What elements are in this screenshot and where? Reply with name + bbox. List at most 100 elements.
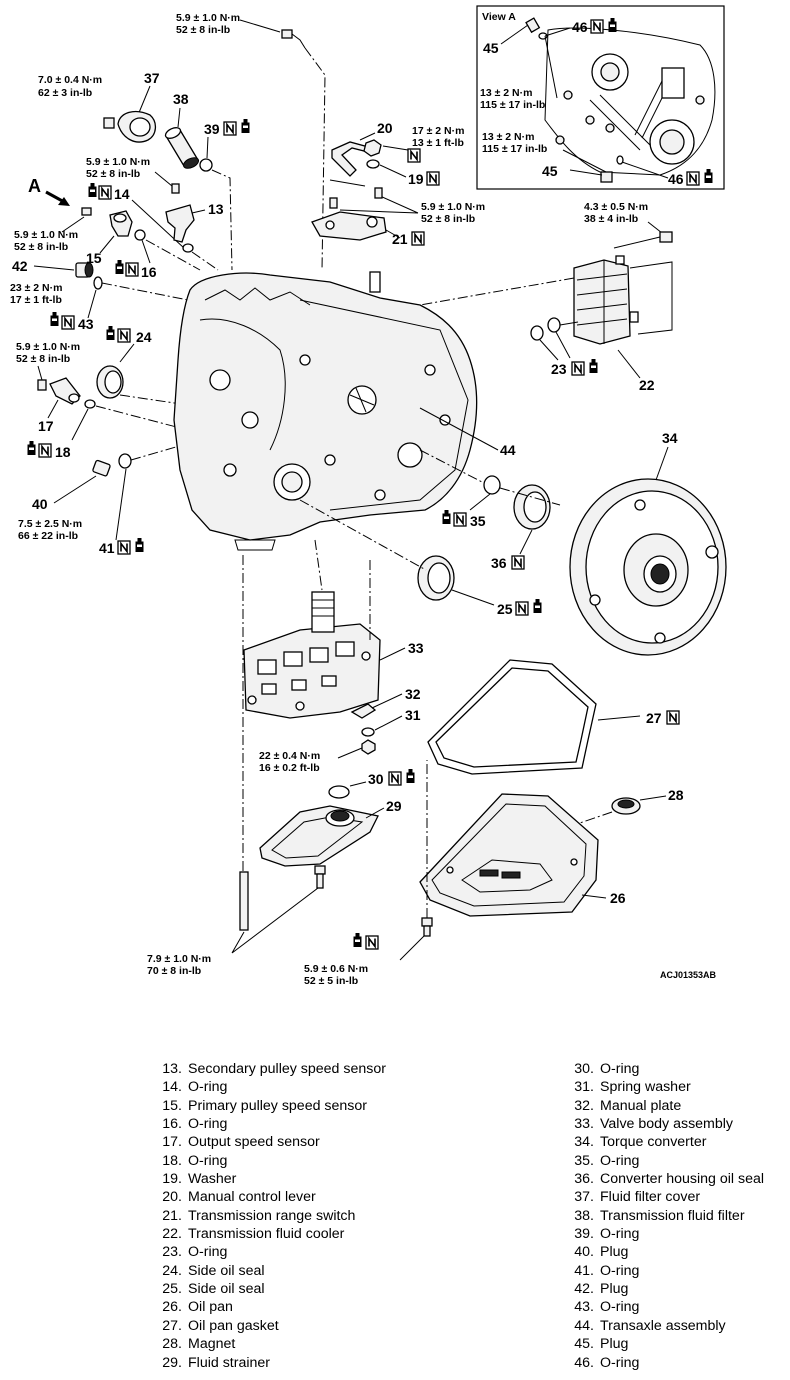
legend-item: 43.O-ring: [562, 1298, 764, 1316]
washer-19: [366, 159, 380, 169]
legend-item-name: Torque converter: [600, 1134, 707, 1151]
callout-41: 41: [99, 540, 115, 556]
replace-new-icon: [61, 315, 75, 330]
output-speed-sensor: [49, 377, 81, 405]
callout-35: 35: [470, 513, 486, 529]
legend-item-number: 15.: [162, 1097, 182, 1114]
lubricant-icon: [353, 933, 362, 947]
replace-new-icon: [117, 540, 131, 555]
replace-new-icon: [125, 262, 139, 277]
legend-item-number: 35.: [574, 1152, 594, 1169]
callout-42: 42: [12, 258, 28, 274]
legend-item: 29.Fluid strainer: [150, 1354, 386, 1372]
callout-45-lower: 45: [542, 163, 558, 179]
sensor13-bolt: [171, 183, 180, 194]
torque-view-a-upper-nm: 13 ± 2 N·m: [480, 87, 532, 99]
legend-item-name: Plug: [600, 1244, 629, 1261]
legend-item-name: Transmission fluid filter: [600, 1207, 745, 1224]
legend-item-number: 23.: [162, 1244, 182, 1261]
callout-18: 18: [55, 444, 71, 460]
top-bolt: [281, 29, 306, 49]
lubricant-icon: [50, 312, 59, 326]
legend-item: 34.Torque converter: [562, 1133, 764, 1151]
torque-strainer-bolt-inlb: 70 ± 8 in-lb: [147, 965, 201, 977]
lubricant-icon: [135, 538, 144, 552]
replace-new-icon: [98, 185, 112, 200]
cooler-bolt: [613, 231, 673, 249]
legend-item: 35. O-ring: [562, 1152, 764, 1170]
transaxle-assembly: [173, 271, 478, 551]
legend-item-number: 43.: [574, 1299, 594, 1316]
callout-46-lower: 46: [668, 171, 684, 187]
legend-item-name: Fluid strainer: [188, 1354, 271, 1371]
plug-45-upper: [525, 17, 541, 34]
legend-item-number: 30.: [574, 1061, 594, 1077]
legend-item: 13.Secondary pulley speed sensor: [150, 1060, 386, 1078]
plug-42: [75, 262, 94, 278]
legend-item: 19.Washer: [150, 1170, 386, 1188]
o-ring-35: [483, 475, 501, 495]
legend-item: 28.Magnet: [150, 1335, 386, 1353]
legend-item-name: Side oil seal: [188, 1262, 265, 1279]
secondary-pulley-speed-sensor: [165, 204, 195, 243]
valve-body-assembly: [243, 591, 381, 719]
torque-sensor15-inlb: 52 ± 8 in-lb: [14, 241, 68, 253]
torque-valve-body-nm: 22 ± 0.4 N·m: [259, 750, 320, 762]
torque-sensor17-inlb: 52 ± 8 in-lb: [16, 353, 70, 365]
callout-20: 20: [377, 120, 393, 136]
lubricant-icon: [115, 260, 124, 274]
lubricant-icon: [88, 183, 97, 197]
legend-item-number: 19.: [162, 1171, 182, 1188]
legend-item-number: 16.: [162, 1116, 182, 1133]
transmission-fluid-cooler: [573, 255, 673, 345]
replace-new-icon: [407, 148, 421, 163]
legend-item-name: Manual control lever: [188, 1189, 316, 1206]
strainer-bolt-short: [314, 865, 326, 889]
legend-item-name: Secondary pulley speed sensor: [188, 1061, 386, 1077]
plug-45-lower: [600, 171, 613, 183]
legend-item-name: Primary pulley speed sensor: [188, 1097, 367, 1114]
replace-new-icon: [411, 231, 425, 246]
transmission-fluid-filter: [164, 127, 199, 169]
legend-item: 44.Transaxle assembly: [562, 1317, 764, 1335]
legend-item-number: 31.: [574, 1079, 594, 1096]
legend-item-number: 27.: [162, 1317, 182, 1334]
magnet: [611, 797, 641, 815]
lubricant-icon: [406, 769, 415, 783]
legend-item-name: O-ring: [600, 1152, 640, 1169]
legend-item-number: 36.: [574, 1171, 594, 1188]
legend-item-number: 45.: [574, 1336, 594, 1353]
torque-valve-body-ftlb: 16 ± 0.2 ft-lb: [259, 762, 320, 774]
legend-item-number: 37.: [574, 1189, 594, 1206]
legend-item: 39.O-ring: [562, 1225, 764, 1243]
legend-item-number: 28.: [162, 1336, 182, 1353]
legend-item-name: Manual plate: [600, 1097, 682, 1114]
callout-38: 38: [173, 91, 189, 107]
legend-item: 26.Oil pan: [150, 1298, 386, 1316]
legend-item-number: 18.: [162, 1152, 182, 1169]
torque-pan-bolt-inlb: 52 ± 5 in-lb: [304, 975, 358, 987]
legend-item-number: 39.: [574, 1226, 594, 1243]
legend-item: 25.Side oil seal: [150, 1280, 386, 1298]
callout-16: 16: [141, 264, 157, 280]
legend-item-number: 46.: [574, 1354, 594, 1371]
legend-item-name: O-ring: [600, 1262, 640, 1279]
view-a-inset: View A: [476, 5, 725, 190]
torque-lever-nut-ftlb: 13 ± 1 ft-lb: [412, 137, 464, 149]
torque-view-a-lower-inlb: 115 ± 17 in-lb: [482, 143, 547, 155]
torque-view-a-upper-inlb: 115 ± 17 in-lb: [480, 99, 545, 111]
legend-item: 20.Manual control lever: [150, 1188, 386, 1206]
legend-item-name: Plug: [600, 1336, 629, 1353]
torque-converter: [569, 478, 727, 656]
o-ring-14: [182, 243, 194, 253]
legend-item-name: Plug: [600, 1281, 629, 1298]
strainer-bolt-long: [239, 871, 249, 931]
legend-item-name: Fluid filter cover: [600, 1189, 701, 1206]
manual-plate: [350, 703, 377, 719]
torque-sensor13-inlb: 52 ± 8 in-lb: [86, 168, 140, 180]
legend-item: 42.Plug: [562, 1280, 764, 1298]
o-rings-23: [530, 317, 579, 341]
legend-item-name: Output speed sensor: [188, 1134, 320, 1151]
